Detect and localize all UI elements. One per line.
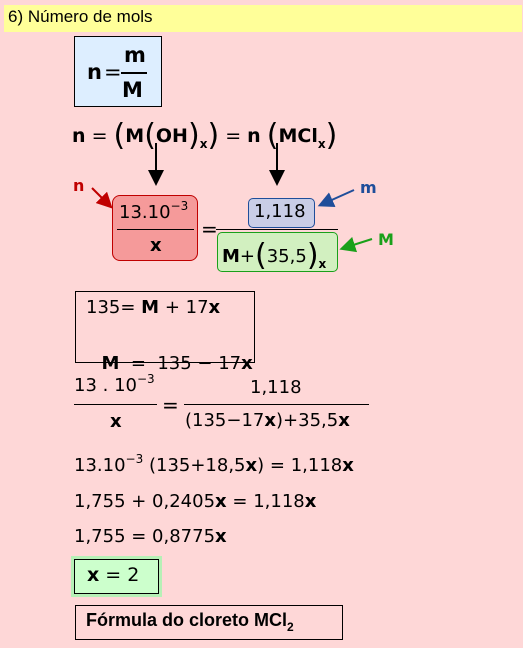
relation-x2-sub: x: [317, 137, 326, 151]
answer-val: = 2: [99, 564, 140, 586]
arrow-green-M: [339, 236, 373, 253]
sys2-c: x: [241, 353, 253, 374]
eq6-b: x: [215, 526, 227, 547]
relation-oh: OH: [155, 125, 188, 147]
final-text: Fórmula do cloreto MCl2: [86, 610, 294, 634]
relation-n2: n: [247, 125, 261, 147]
red-fraction-box: [112, 195, 198, 261]
right-frac-bar: [216, 229, 338, 230]
eq3-rden: (135−17x)+35,5x: [185, 410, 350, 431]
formula-n: n: [87, 60, 102, 84]
label-n: n: [73, 176, 85, 195]
sys1-c: M: [141, 297, 160, 318]
answer-box: [74, 559, 159, 594]
fractions-eq: =: [201, 217, 218, 241]
header-background: [4, 5, 522, 32]
right-frac-den: M+(35,5)x: [222, 238, 327, 272]
eq3-rden-c: x: [264, 410, 277, 431]
eq6-a: 1,755 = 0,8775: [74, 526, 216, 547]
eq5-a: 1,755 + 0,2405: [74, 491, 216, 512]
eq5-d: x: [304, 491, 317, 512]
eq3-num-exp: −3: [136, 372, 155, 386]
eq4: 13.10−3 (135+18,5x) = 1,118x: [74, 452, 354, 476]
formula-den: M: [122, 78, 143, 102]
den-x-sub: x: [318, 257, 327, 271]
left-frac-den: x: [150, 235, 162, 256]
answer-text: x = 2: [87, 564, 139, 586]
arrow-blue-m: [317, 189, 355, 208]
sys1-b: =: [120, 297, 142, 318]
left-frac-num-exp: −3: [170, 199, 189, 213]
sys1-a: 135: [86, 297, 121, 318]
den-paren-open: (: [255, 238, 267, 273]
formula-num: m: [124, 43, 146, 67]
den-plus: +: [239, 246, 256, 267]
formula-box: [74, 36, 162, 107]
sys2-a: M: [101, 353, 120, 374]
formula-eq: =: [104, 60, 122, 84]
final-label: Fórmula do cloreto MCl: [86, 610, 288, 630]
left-frac-num: 13.10−3: [119, 199, 189, 223]
den-m: M: [222, 246, 240, 267]
formula-bar: [121, 72, 147, 74]
arrow-red-n: [91, 187, 113, 209]
relation-mcl-open: (: [266, 118, 279, 153]
system-line1: 135= M + 17x: [86, 297, 220, 318]
eq3-rden-a: (135: [185, 410, 227, 431]
den-paren-close: ): [306, 238, 319, 273]
den-val: 35,5: [266, 246, 307, 267]
eq3-rden-e: x: [338, 410, 350, 431]
eq3-num: 13 . 10−3: [74, 372, 155, 396]
eq5-b: x: [215, 491, 227, 512]
eq4-a: 13.10: [74, 455, 126, 476]
system-line2: M = 135 − 17x: [90, 332, 253, 374]
relation-x-sub: x: [199, 137, 208, 151]
eq3-rnum: 1,118: [250, 377, 302, 398]
relation-oh-close: ): [187, 118, 200, 153]
relation-mcl-close: ): [325, 118, 338, 153]
relation-line: n = (M(OH)x) = n (MClx): [72, 118, 337, 152]
answer-x: x: [87, 564, 100, 586]
eq6: 1,755 = 0,8775x: [74, 526, 227, 547]
eq3-eq: =: [162, 393, 179, 417]
header-title: 6) Número de mols: [8, 7, 153, 26]
relation-m: M: [125, 125, 145, 147]
eq3-rden-b: −17: [226, 410, 265, 431]
system-box: [75, 291, 255, 363]
eq3-left-bar: [74, 404, 157, 405]
left-frac-num-base: 13.10: [119, 202, 171, 223]
relation-paren-close: ): [207, 118, 220, 153]
green-den-box: [217, 232, 338, 272]
label-M: M: [378, 230, 394, 249]
eq3-rden-d: )+35,5: [276, 410, 339, 431]
final-box: [75, 605, 343, 640]
sys1-d: + 17: [159, 297, 209, 318]
relation-mcl: MCl: [278, 125, 318, 147]
relation-eq2: =: [225, 125, 242, 147]
eq3-right-bar: [184, 404, 369, 405]
eq4-f: x: [342, 455, 354, 476]
eq3-num-a: 13 . 10: [74, 375, 137, 396]
sys2-b: = 135 − 17: [119, 353, 242, 374]
eq4-d: x: [245, 455, 258, 476]
final-sub: 2: [287, 620, 294, 634]
eq5-c: = 1,118: [226, 491, 305, 512]
left-frac-bar: [117, 229, 194, 230]
header-bar: 6) Número de mols: [0, 0, 523, 33]
eq4-e: ) = 1,118: [257, 455, 343, 476]
eq4-c: (135+18,5: [148, 455, 246, 476]
sys1-e: x: [208, 297, 221, 318]
relation-n: n: [72, 125, 86, 147]
eq4-exp: −3: [125, 452, 144, 466]
eq3-den: x: [110, 411, 122, 432]
relation-eq1: =: [91, 125, 108, 147]
purple-num-box: [248, 198, 315, 228]
right-frac-num: 1,118: [254, 201, 306, 222]
relation-oh-open: (: [144, 118, 156, 153]
label-m: m: [360, 178, 377, 197]
eq5: 1,755 + 0,2405x = 1,118x: [74, 491, 316, 512]
relation-paren-open: (: [113, 118, 126, 153]
